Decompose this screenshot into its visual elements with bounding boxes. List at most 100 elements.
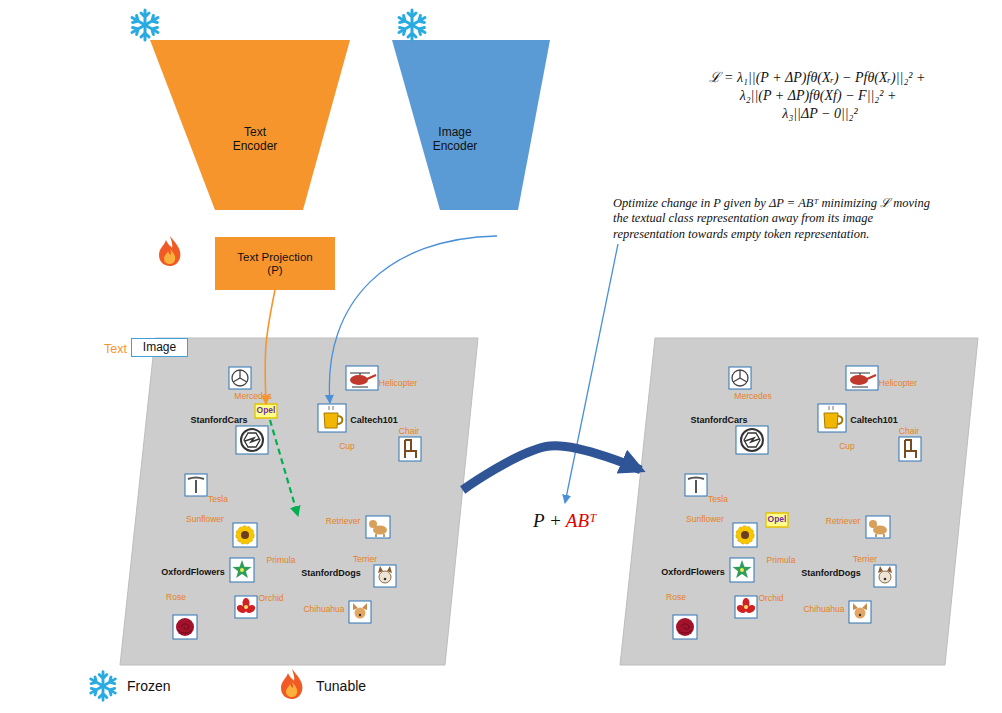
chair-image <box>399 437 421 461</box>
node-text: Rose <box>666 593 686 603</box>
frozen-icon <box>130 10 160 40</box>
encoder-trapezoid: Text Encoder <box>145 40 350 210</box>
rose-image <box>176 618 194 636</box>
tunable-legend-icon <box>281 669 302 699</box>
cup-image <box>324 413 338 428</box>
orchid-image <box>244 603 256 614</box>
shift-dashed-arrow <box>270 420 298 516</box>
terrier-image <box>374 565 396 587</box>
node-text: StanfordDogs <box>301 568 361 578</box>
retriever-image <box>369 520 377 528</box>
node-text: Rose <box>166 593 186 603</box>
terrier-image <box>384 578 387 581</box>
node-text: OxfordFlowers <box>661 567 725 577</box>
mercedes-logo <box>229 367 251 389</box>
mercedes-logo <box>233 370 247 382</box>
annotation-note: Optimize change in P given by ΔP = ABᵀ m… <box>613 196 943 242</box>
orchid-image <box>235 596 257 618</box>
cup-image <box>318 404 346 432</box>
node-text: Orchid <box>258 594 283 604</box>
tesla-logo <box>188 478 204 494</box>
tunable-icon <box>159 236 180 266</box>
node-text: Opel <box>768 515 787 525</box>
opel-logo <box>245 438 259 442</box>
helicopter-image <box>350 375 368 385</box>
node-text: Retriever <box>826 517 860 527</box>
mercedes-logo <box>232 370 248 386</box>
node-text: Helicopter <box>379 379 417 389</box>
tunable-legend-icon <box>281 669 302 699</box>
class-image-icons <box>173 366 421 639</box>
projection-box: Text Projection (P) <box>215 237 335 290</box>
orchid-image <box>235 603 247 614</box>
class-label-box: Opel <box>766 513 788 527</box>
class-label-box: Opel <box>255 404 277 418</box>
node-outline <box>145 40 350 210</box>
node-outline <box>215 237 335 290</box>
node-text: Caltech101 <box>850 415 898 425</box>
orchid-image <box>235 596 257 618</box>
node-shape <box>215 237 335 290</box>
frozen-icon <box>397 10 427 40</box>
node-shape <box>120 338 478 665</box>
opel-logo <box>236 426 268 454</box>
node-text: Sunflower <box>186 515 224 525</box>
node-text: StanfordCars <box>190 415 247 425</box>
frozen-icon <box>130 10 160 40</box>
node-shape <box>766 513 788 527</box>
node-text: Terrier <box>853 555 877 565</box>
opel-logo <box>236 426 268 454</box>
chihuahua-image <box>359 614 361 616</box>
legend-entry: Frozen <box>127 677 171 695</box>
class-image-icons <box>673 366 921 639</box>
primula-image <box>240 568 244 572</box>
legend-text: Image <box>143 341 176 354</box>
node-shape <box>150 40 350 210</box>
node-text: OxfordFlowers <box>161 567 225 577</box>
node-text: Text Encoder <box>220 126 290 154</box>
opel-logo <box>241 429 263 451</box>
node-text: StanfordCars <box>690 415 747 425</box>
image-embedding-arrow <box>329 236 497 403</box>
sunflower-image <box>233 523 257 547</box>
terrier-image <box>379 571 391 583</box>
node-text: Mercedes <box>734 392 771 402</box>
node-shape <box>255 404 277 418</box>
node-text: Cup <box>839 442 855 452</box>
node-text: Orchid <box>758 594 783 604</box>
helicopter-image <box>346 366 378 390</box>
retriever-image <box>366 516 390 538</box>
update-arrow <box>463 446 641 490</box>
terrier-image <box>374 565 396 587</box>
node-text: Opel <box>257 406 276 416</box>
legend-entry: Text <box>104 339 127 357</box>
rose-image <box>178 624 192 633</box>
chihuahua-image <box>355 608 366 619</box>
update-expression: P + <box>533 510 562 533</box>
primula-image <box>233 560 252 578</box>
node-shape <box>620 338 978 665</box>
node-text: Chihuahua <box>803 605 844 615</box>
node-text: Tesla <box>208 495 228 505</box>
node-text: Chihuahua <box>303 605 344 615</box>
node-text: Chair <box>899 427 919 437</box>
chair-image <box>405 440 416 458</box>
primula-image <box>230 558 254 582</box>
chihuahua-image <box>349 601 371 623</box>
chihuahua-image <box>349 601 371 623</box>
loss-formula: ℒ = λ₁||(P + ΔP)fθ(Xᵣ) − Pfθ(Xᵣ)||₂² + <box>709 70 926 87</box>
opel-logo <box>244 433 260 447</box>
helicopter-image <box>346 366 378 390</box>
rose-image <box>173 615 197 639</box>
node-text: Helicopter <box>879 379 917 389</box>
node-text: Caltech101 <box>350 415 398 425</box>
rose-image <box>173 615 197 639</box>
chair-image <box>399 437 421 461</box>
node-text: Retriever <box>326 517 360 527</box>
retriever-image <box>376 534 384 537</box>
frozen-legend-icon <box>89 672 117 701</box>
node-shape <box>392 40 550 210</box>
node-text: Text Projection (P) <box>230 251 320 277</box>
tunable-icon <box>159 236 180 266</box>
